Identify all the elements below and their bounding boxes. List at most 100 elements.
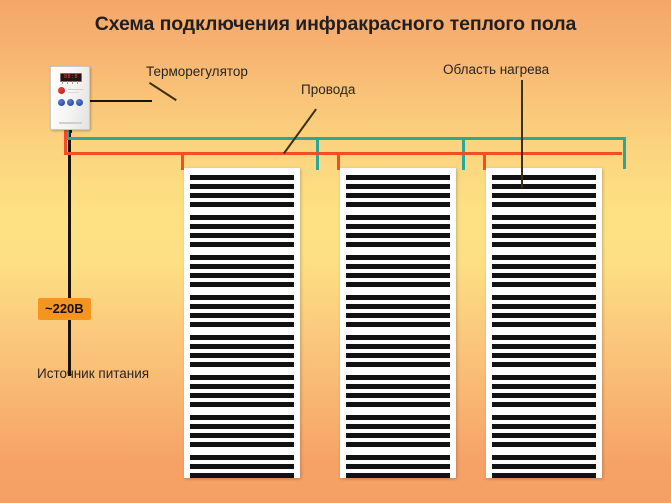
mat-stripe — [190, 362, 294, 367]
mat-stripe — [346, 304, 450, 309]
mat-stripe — [190, 335, 294, 340]
mat-stripe — [492, 353, 596, 358]
mat-stripe — [190, 424, 294, 429]
mat-stripe — [190, 375, 294, 380]
thermostat-indicator-ticks — [60, 81, 80, 84]
mat-stripe — [190, 344, 294, 349]
mat-stripe — [346, 402, 450, 407]
mat-stripe — [492, 184, 596, 189]
mat-stripe — [190, 442, 294, 447]
label-power-source: Источник питания — [37, 366, 150, 381]
mat-stripe — [492, 193, 596, 198]
mat-stripe — [346, 473, 450, 478]
mat-stripe — [492, 242, 596, 247]
mat-stripe — [190, 433, 294, 438]
mat-stripe — [492, 375, 596, 380]
thermostat-brand-line-2 — [68, 92, 79, 93]
mat-stripe — [492, 384, 596, 389]
mat-stripe — [190, 353, 294, 358]
mat-stripe — [190, 322, 294, 327]
mat-stripe — [492, 322, 596, 327]
mat-stripe — [492, 224, 596, 229]
mat-stripe — [190, 273, 294, 278]
mat-stripe — [492, 313, 596, 318]
mat-stripe — [346, 273, 450, 278]
mat-stripe — [346, 264, 450, 269]
mat-stripe — [492, 215, 596, 220]
thermostat-device[interactable]: 88:8 — [50, 66, 90, 130]
mat-stripe — [190, 313, 294, 318]
thermostat-control-buttons[interactable] — [58, 99, 83, 106]
mat-stripe — [346, 322, 450, 327]
heating-mat-1[interactable] — [184, 168, 300, 478]
mat-stripe — [346, 335, 450, 340]
mains-wire-vertical — [68, 128, 71, 376]
mat-stripe — [346, 433, 450, 438]
mat-stripe — [190, 473, 294, 478]
live-bus-horizontal — [64, 152, 622, 155]
label-wires: Провода — [301, 82, 356, 97]
blue-button-1-icon[interactable] — [58, 99, 65, 106]
mat-stripe — [346, 424, 450, 429]
mat-stripe — [346, 313, 450, 318]
mat-stripe — [492, 282, 596, 287]
blue-button-3-icon[interactable] — [76, 99, 83, 106]
mat-stripe — [346, 442, 450, 447]
mat-stripe — [492, 255, 596, 260]
leader-line-heating-area — [521, 80, 523, 188]
mat-stripe — [492, 344, 596, 349]
neutral-wire-thermostat-drop — [66, 128, 69, 139]
mat-stripe — [190, 242, 294, 247]
mat-stripe — [346, 455, 450, 460]
leader-line-thermostat — [149, 82, 177, 101]
thermostat-brand-line — [68, 89, 83, 90]
mat-stripe — [492, 433, 596, 438]
mat-stripe — [346, 215, 450, 220]
mat-stripe — [492, 455, 596, 460]
mat-stripe — [346, 353, 450, 358]
mat-stripe — [492, 424, 596, 429]
thermostat-lead-wire — [88, 100, 152, 102]
live-wire-thermostat-drop — [64, 128, 67, 154]
mat-stripe — [346, 184, 450, 189]
mat-stripe — [492, 415, 596, 420]
voltage-badge: ~220В — [38, 298, 91, 320]
mat-stripe — [190, 282, 294, 287]
heating-mat-3[interactable] — [486, 168, 602, 478]
mat-stripe — [346, 375, 450, 380]
mat-stripe — [190, 264, 294, 269]
mat-2-stripes — [346, 175, 450, 478]
mat-stripe — [346, 415, 450, 420]
mat-stripe — [346, 242, 450, 247]
mat-1-live-drop — [181, 152, 184, 170]
mat-stripe — [190, 184, 294, 189]
mat-stripe — [346, 233, 450, 238]
mat-stripe — [346, 362, 450, 367]
mat-stripe — [492, 202, 596, 207]
mat-stripe — [492, 295, 596, 300]
thermostat-display-value: 88:8 — [63, 74, 79, 80]
mat-2-live-drop — [337, 152, 340, 170]
leader-line-wires — [283, 108, 317, 154]
mat-stripe — [190, 402, 294, 407]
mat-stripe — [190, 384, 294, 389]
label-heating-area: Область нагрева — [443, 62, 550, 77]
mat-3-live-drop — [483, 152, 486, 170]
mat-stripe — [492, 402, 596, 407]
mat-stripe — [190, 304, 294, 309]
mat-stripe — [190, 202, 294, 207]
mat-stripe — [492, 393, 596, 398]
neutral-bus-right-drop — [623, 137, 626, 169]
power-button-icon[interactable] — [58, 87, 65, 94]
mat-stripe — [346, 282, 450, 287]
mat-stripe — [492, 362, 596, 367]
mat-stripe — [492, 304, 596, 309]
mat-stripe — [190, 193, 294, 198]
mat-stripe — [190, 295, 294, 300]
page-title: Схема подключения инфракрасного теплого … — [94, 13, 577, 35]
blue-button-2-icon[interactable] — [67, 99, 74, 106]
mat-stripe — [190, 415, 294, 420]
heating-mat-2[interactable] — [340, 168, 456, 478]
mat-stripe — [190, 255, 294, 260]
